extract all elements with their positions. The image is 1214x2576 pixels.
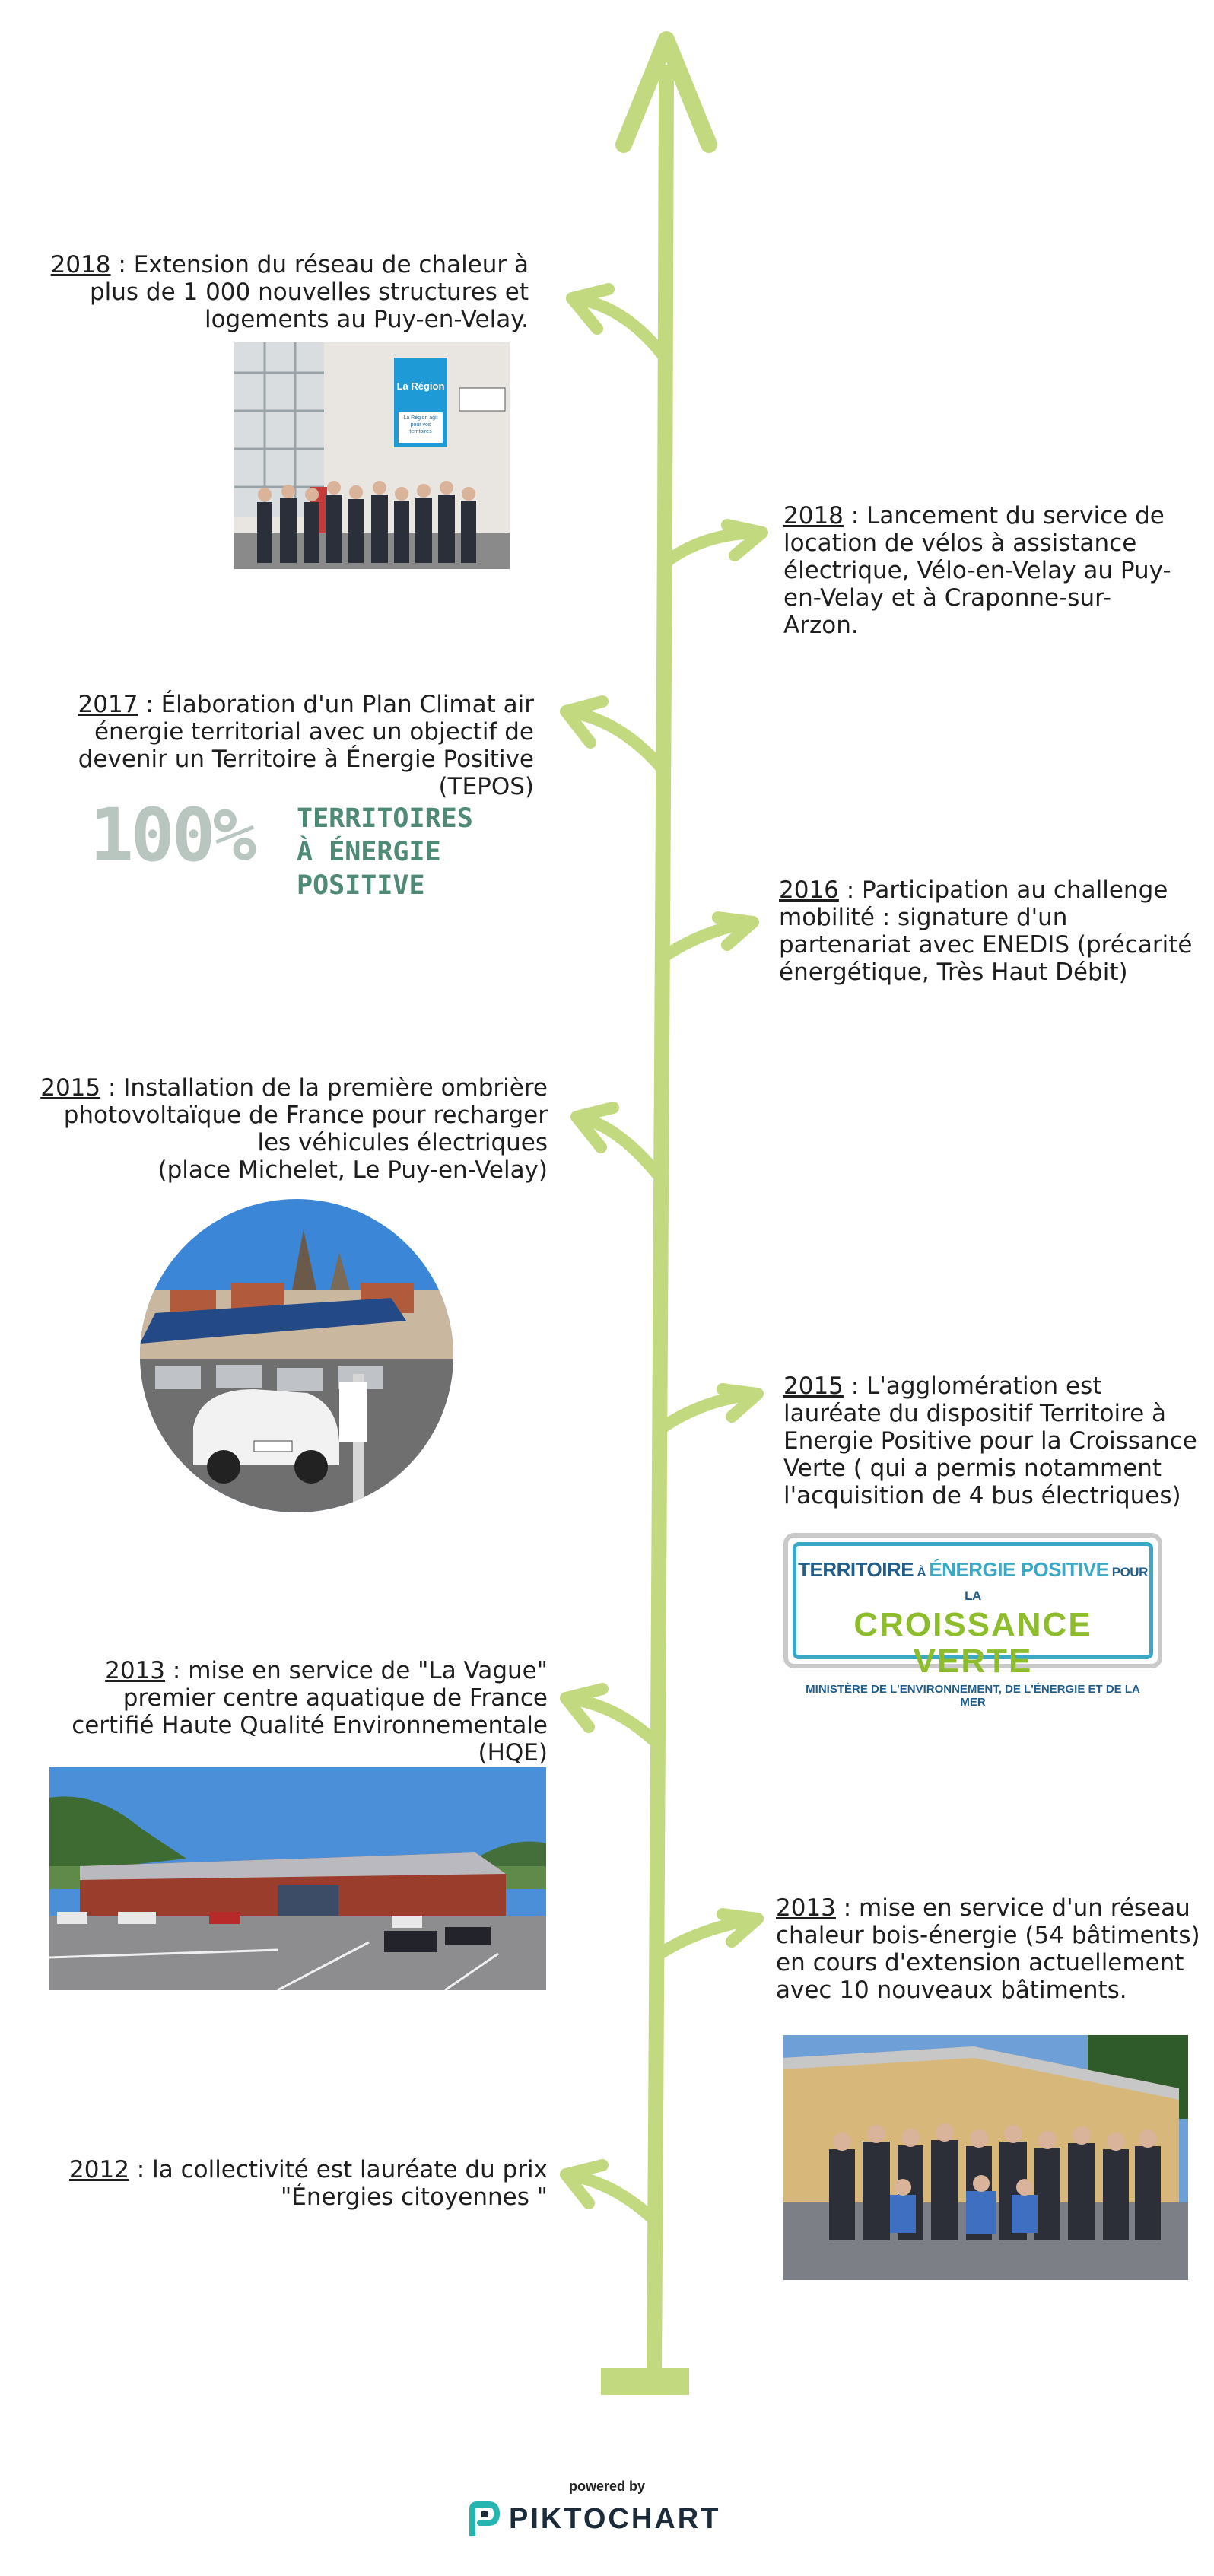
branch-2013-left <box>560 1683 663 1750</box>
entry-2012-prix: 2012 : la collectivité est lauréate du p… <box>46 2156 548 2211</box>
entry-year: 2015 <box>40 1074 101 1102</box>
entry-2013-vague: 2013 : mise en service de "La Vague" pre… <box>46 1657 548 1767</box>
tepcv-logo-line3: MINISTÈRE DE L'ENVIRONNEMENT, DE L'ÉNERG… <box>806 1683 1140 1709</box>
photo-ombriere-circle <box>140 1199 453 1512</box>
tepos-logo: 100% TERRITOIRES À ÉNERGIE POSITIVE <box>76 791 532 901</box>
photo-la-vague <box>49 1767 546 1990</box>
piktochart-logo-word: PIKTOCHART <box>509 2503 721 2535</box>
branch-2017-left <box>560 695 669 776</box>
branch-2015-left <box>570 1102 666 1184</box>
branch-2018-left <box>566 283 671 364</box>
tepos-logo-line1: TERRITOIRES <box>297 803 473 834</box>
powered-by-label: powered by <box>568 2479 646 2494</box>
entry-year: 2018 <box>783 502 844 530</box>
entry-text: : L'agglomération est lauréate du dispos… <box>783 1372 1197 1509</box>
tepcv-logo-l1b: À <box>914 1565 930 1579</box>
tepos-logo-line2: À ÉNERGIE POSITIVE <box>297 837 441 901</box>
entry-text: : Extension du réseau de chaleur à plus … <box>89 251 529 333</box>
entry-2015-ombriere: 2015 : Installation de la première ombri… <box>30 1074 548 1184</box>
tepos-logo-text: TERRITOIRES À ÉNERGIE POSITIVE <box>297 802 532 902</box>
branch-2015-right <box>653 1383 764 1436</box>
entry-2018-chaleur: 2018 : Extension du réseau de chaleur à … <box>30 251 529 333</box>
entry-text: : Élaboration d'un Plan Climat air énerg… <box>78 691 534 800</box>
branch-2016-right <box>657 911 759 963</box>
entry-year: 2012 <box>69 2156 129 2183</box>
entry-text: : mise en service d'un réseau chaleur bo… <box>776 1894 1200 2004</box>
entry-2013-bois: 2013 : mise en service d'un réseau chale… <box>776 1894 1202 2004</box>
entry-2016-mobilite: 2016 : Participation au challenge mobili… <box>779 876 1205 986</box>
entry-year: 2015 <box>783 1372 844 1400</box>
photo-chaufferie-group <box>783 2035 1188 2280</box>
entry-2017-climat: 2017 : Élaboration d'un Plan Climat air … <box>46 691 534 800</box>
entry-text: : Participation au challenge mobilité : … <box>779 876 1193 986</box>
timeline-base <box>601 2368 689 2395</box>
entry-text: : Lancement du service de location de vé… <box>783 502 1171 639</box>
entry-text: : Installation de la première ombrière p… <box>63 1074 548 1156</box>
photo-region-group: La Région La Région agit pour vos territ… <box>234 342 510 569</box>
branch-2013-right <box>650 1908 764 1963</box>
timeline-stem <box>647 65 674 2380</box>
branch-2018-right <box>659 519 768 569</box>
tepcv-logo-line1: TERRITOIRE À ÉNERGIE POSITIVE POUR LA <box>796 1558 1149 1605</box>
entry-year: 2013 <box>105 1657 166 1684</box>
entry-year: 2018 <box>50 251 111 278</box>
entry-year: 2013 <box>776 1894 836 1922</box>
timeline-arrowhead <box>615 31 717 153</box>
entry-2015-tepcv: 2015 : L'agglomération est lauréate du d… <box>783 1372 1202 1509</box>
entry-text-extra: (place Michelet, Le Puy-en-Velay) <box>157 1156 548 1184</box>
tepcv-logo-l1a: TERRITOIRE <box>798 1558 914 1581</box>
tepcv-logo-l1d: POUR LA <box>965 1565 1148 1603</box>
region-sign-title: La Région <box>396 380 445 392</box>
entry-2018-velo: 2018 : Lancement du service de location … <box>783 502 1179 639</box>
entry-text: : mise en service de "La Vague" premier … <box>72 1657 548 1767</box>
tepos-logo-percent: 100% <box>90 793 256 878</box>
entry-year: 2017 <box>78 691 138 718</box>
tepcv-logo-inner: TERRITOIRE À ÉNERGIE POSITIVE POUR LA CR… <box>793 1542 1153 1709</box>
region-sign-subtitle: La Région agit pour vos territoires <box>403 415 438 434</box>
piktochart-logo[interactable]: PIKTOCHART <box>468 2500 757 2538</box>
branch-2012-left <box>560 2159 662 2228</box>
entry-year: 2016 <box>779 876 839 904</box>
tepcv-logo-line2: CROISSANCE VERTE <box>853 1606 1092 1680</box>
piktochart-logo-icon <box>469 2501 500 2536</box>
tepcv-logo-l1c: ÉNERGIE POSITIVE <box>929 1558 1109 1581</box>
tepcv-logo: TERRITOIRE À ÉNERGIE POSITIVE POUR LA CR… <box>783 1533 1162 1709</box>
entry-text: : la collectivité est lauréate du prix "… <box>129 2156 548 2211</box>
